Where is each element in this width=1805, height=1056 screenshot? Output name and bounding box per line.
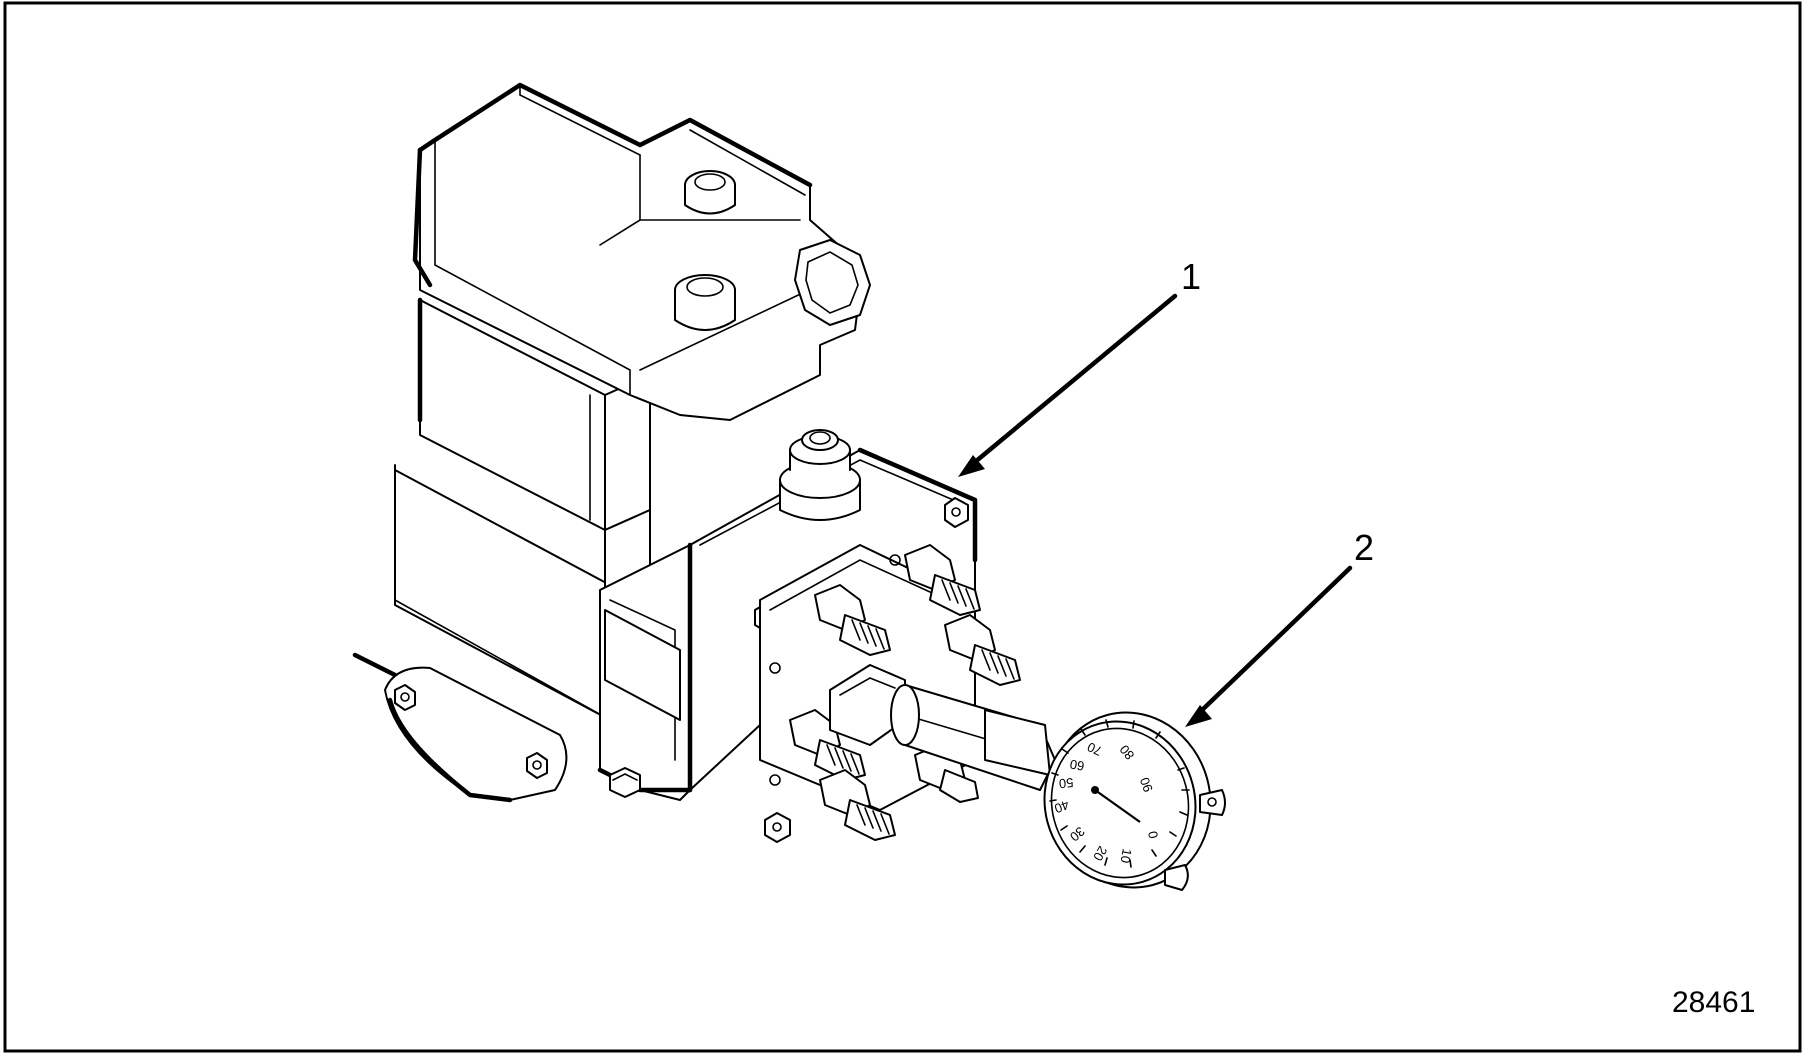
callout-1-label: 1	[1181, 256, 1201, 297]
gauge-bezel-knob	[1199, 789, 1226, 816]
fuel-outlet-fitting	[814, 584, 891, 656]
gauge-tick-marks	[1049, 719, 1190, 868]
fuel-outlet-fitting	[819, 769, 896, 841]
callout-2: 2	[1185, 527, 1374, 727]
callout-2-label: 2	[1354, 527, 1374, 568]
housing-bolt	[609, 767, 641, 798]
top-cover	[412, 82, 871, 421]
dial-label-20: 20	[1090, 844, 1110, 864]
fuel-pump-assembly: 0 10 20 30 40 50 60 70 80 90	[352, 82, 1226, 891]
figure-number: 28461	[1672, 986, 1755, 1019]
side-hex-fitting	[794, 239, 871, 326]
cover-cap-bolt	[684, 170, 736, 215]
dial-label-50: 50	[1058, 775, 1074, 791]
mounting-flange	[384, 666, 568, 803]
cover-cap-bolt	[674, 274, 736, 331]
callout-1-leader	[972, 293, 1178, 465]
callout-1: 1	[958, 256, 1201, 477]
pressure-gauge-assembly: 0 10 20 30 40 50 60 70 80 90	[890, 684, 1226, 891]
callout-2-leader	[1197, 565, 1353, 715]
dial-label-0: 0	[1145, 830, 1161, 840]
dial-label-40: 40	[1052, 797, 1071, 816]
pump-head	[687, 429, 1021, 843]
dial-label-60: 60	[1069, 757, 1086, 774]
figure-border	[3, 1, 1802, 1053]
fuel-outlet-fitting	[904, 544, 981, 616]
delivery-valve-top	[779, 429, 861, 521]
dial-label-10: 10	[1118, 847, 1135, 864]
callout-1-arrowhead	[958, 455, 985, 477]
dial-label-70: 70	[1085, 739, 1104, 759]
gauge-reset-knob	[1164, 864, 1189, 891]
dial-label-90: 90	[1137, 775, 1156, 794]
gauge-needle	[1091, 786, 1141, 823]
fuel-outlet-fitting	[944, 614, 1021, 686]
callout-2-arrowhead	[1185, 705, 1212, 727]
